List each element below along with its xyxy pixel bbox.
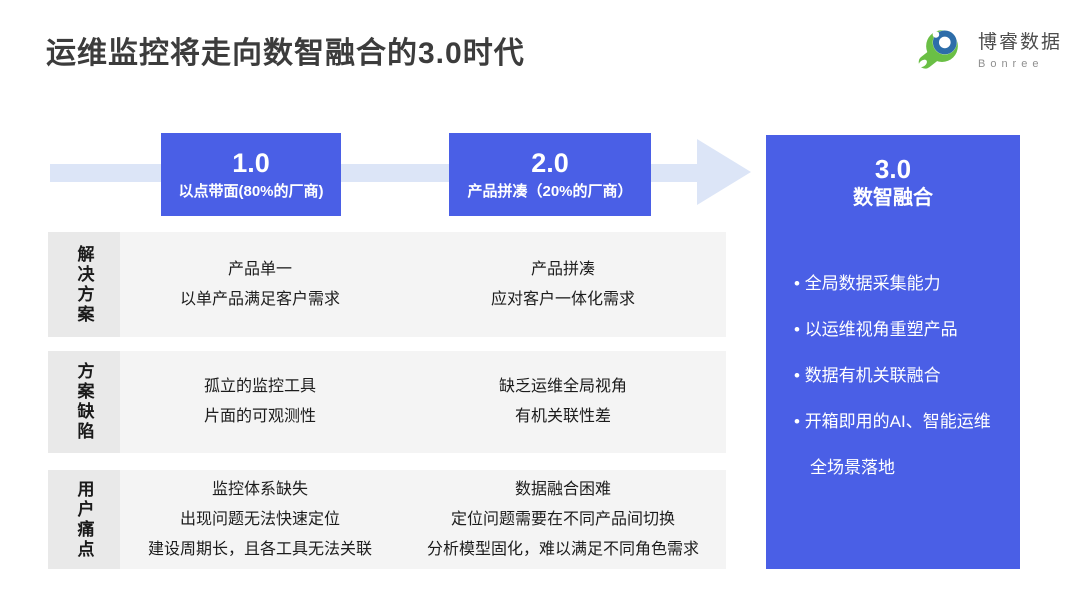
cell-line: 有机关联性差	[514, 408, 611, 425]
stage-1-subtitle: 以点带面(80%的厂商)	[178, 182, 324, 200]
bonree-logo-icon	[918, 30, 958, 69]
stage-3-bullet-list: 全局数据采集能力 以运维视角重塑产品 数据有机关联融合 开箱即用的AI、智能运维…	[766, 261, 1020, 491]
logo-name: 博睿数据	[977, 31, 1062, 53]
page-title: 运维监控将走向数智融合的3.0时代	[46, 37, 525, 70]
row-painpoints-label: 用户痛点	[48, 470, 120, 569]
bullet-item: 以运维视角重塑产品	[794, 307, 1002, 353]
row-defects: 方案缺陷 孤立的监控工具 片面的可观测性 缺乏运维全局视角 有机关联性差	[48, 351, 726, 453]
cell-line: 分析模型固化，难以满足不同角色需求	[426, 540, 699, 558]
cell-line: 以单产品满足客户需求	[179, 290, 340, 308]
row-painpoints-stage2-cell: 数据融合困难 定位问题需要在不同产品间切换 分析模型固化，难以满足不同角色需求	[400, 470, 726, 569]
cell-line: 产品单一	[227, 260, 292, 278]
row-defects-stage1-cell: 孤立的监控工具 片面的可观测性	[120, 351, 400, 453]
bullet-item: 数据有机关联融合	[794, 353, 1002, 399]
stage-2-subtitle: 产品拼凑（20%的厂商）	[467, 182, 633, 200]
row-defects-body: 孤立的监控工具 片面的可观测性 缺乏运维全局视角 有机关联性差	[120, 351, 726, 453]
stage-1-box: 1.0 以点带面(80%的厂商)	[161, 133, 341, 216]
row-painpoints: 用户痛点 监控体系缺失 出现问题无法快速定位 建设周期长，且各工具无法关联 数据…	[48, 470, 726, 569]
row-solution-stage2-cell: 产品拼凑 应对客户一体化需求	[400, 232, 726, 337]
stage-3-box: 3.0 数智融合 全局数据采集能力 以运维视角重塑产品 数据有机关联融合 开箱即…	[766, 135, 1020, 569]
row-label-text: 解决方案	[74, 244, 94, 325]
cell-line: 建设周期长，且各工具无法关联	[147, 540, 372, 558]
row-label-text: 用户痛点	[74, 479, 94, 560]
row-label-text: 方案缺陷	[74, 362, 94, 442]
row-painpoints-stage1-cell: 监控体系缺失 出现问题无法快速定位 建设周期长，且各工具无法关联	[120, 470, 400, 569]
row-solution-stage1-cell: 产品单一 以单产品满足客户需求	[120, 232, 400, 337]
timeline-arrow-head-icon	[697, 139, 751, 205]
bullet-item: 开箱即用的AI、智能运维全场景落地	[794, 399, 1002, 491]
row-solution-label: 解决方案	[48, 232, 120, 337]
cell-line: 产品拼凑	[530, 260, 595, 278]
cell-line: 监控体系缺失	[211, 480, 308, 498]
row-solution: 解决方案 产品单一 以单产品满足客户需求 产品拼凑 应对客户一体化需求	[48, 232, 726, 337]
row-solution-body: 产品单一 以单产品满足客户需求 产品拼凑 应对客户一体化需求	[120, 232, 726, 337]
bonree-logo: 博睿数据 Bonree	[914, 20, 1062, 76]
stage-3-header: 3.0 数智融合	[766, 153, 1020, 209]
row-defects-stage2-cell: 缺乏运维全局视角 有机关联性差	[400, 351, 726, 453]
cell-line: 定位问题需要在不同产品间切换	[450, 510, 675, 528]
cell-line: 缺乏运维全局视角	[498, 378, 627, 395]
stage-3-subtitle: 数智融合	[853, 187, 933, 209]
bullet-item: 全局数据采集能力	[794, 261, 1002, 307]
stage-1-version: 1.0	[232, 147, 270, 178]
logo-subname: Bonree	[977, 57, 1044, 70]
stage-2-version: 2.0	[531, 147, 569, 178]
row-painpoints-body: 监控体系缺失 出现问题无法快速定位 建设周期长，且各工具无法关联 数据融合困难 …	[120, 470, 726, 569]
row-defects-label: 方案缺陷	[48, 351, 120, 453]
cell-line: 孤立的监控工具	[203, 378, 316, 395]
logo-text: 博睿数据 Bonree	[978, 27, 1062, 70]
stage-3-version: 3.0	[874, 154, 912, 184]
cell-line: 出现问题无法快速定位	[179, 510, 340, 528]
cell-line: 数据融合困难	[514, 480, 611, 498]
cell-line: 应对客户一体化需求	[490, 290, 635, 308]
stage-2-box: 2.0 产品拼凑（20%的厂商）	[449, 133, 651, 216]
cell-line: 片面的可观测性	[203, 408, 316, 425]
